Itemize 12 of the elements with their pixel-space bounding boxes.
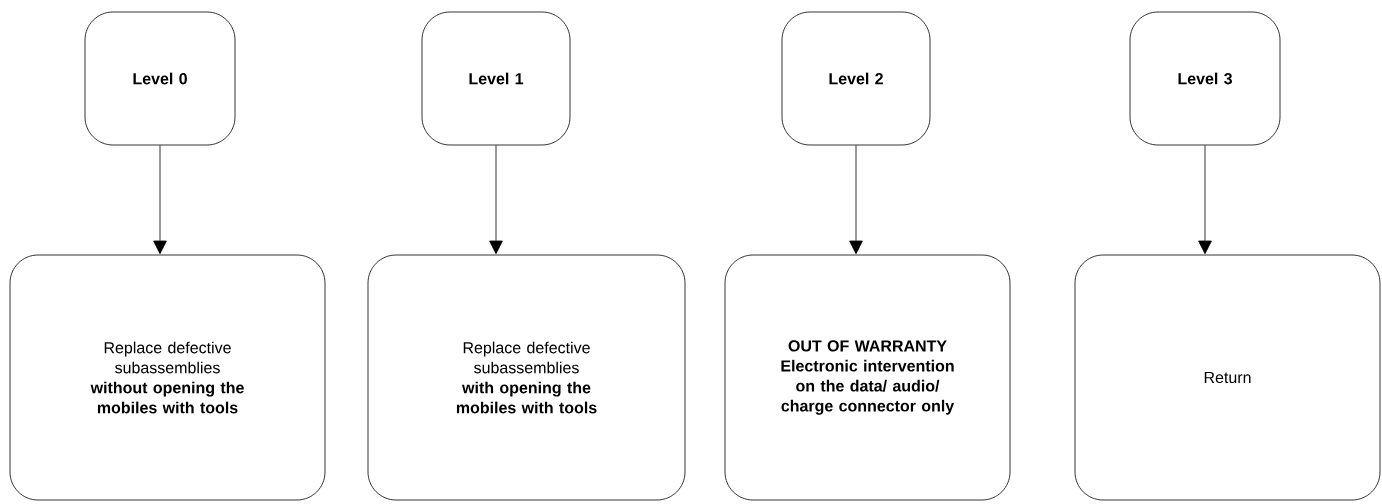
task-box: OUT OF WARRANTY Electronic intervention on the data/ audio/ charge connector only: [724, 254, 1011, 501]
arrow: [849, 145, 863, 255]
level-box: Level 3: [1129, 11, 1281, 146]
task-box: Return: [1074, 254, 1381, 501]
level-box: Level 2: [781, 11, 931, 146]
arrow: [489, 145, 503, 255]
task-box: Replace defective subassemblies with opening the mobiles with tools: [367, 254, 686, 501]
level-box: Level 0: [84, 11, 236, 146]
task-box: Replace defective subassemblies without opening the mobiles with tools: [9, 254, 326, 501]
level-box: Level 1: [421, 11, 571, 146]
arrow: [1198, 145, 1212, 255]
arrow: [153, 145, 167, 255]
